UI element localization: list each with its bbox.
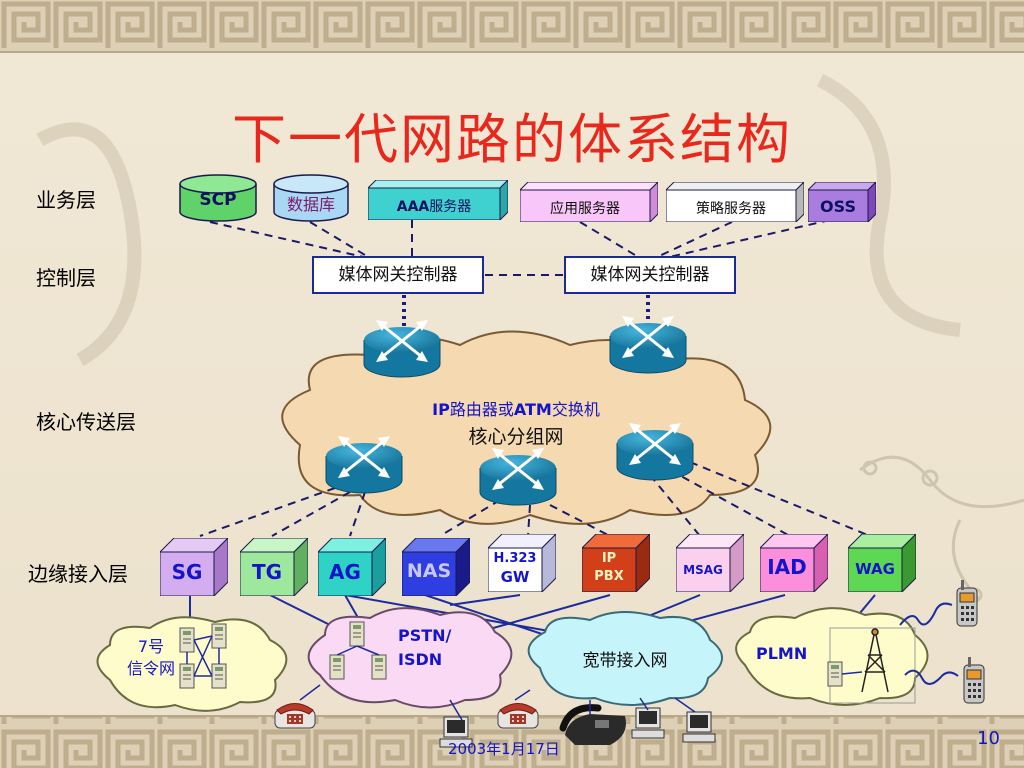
oss-node[interactable]: OSS (808, 182, 876, 222)
ag-node[interactable]: AG (318, 538, 386, 596)
app-server-node[interactable]: 应用服务器 (520, 182, 658, 222)
aaa-suffix: 服务器 (429, 199, 472, 215)
ss7-network-label: 7号信令网 (116, 636, 186, 680)
plmn-equipment (827, 627, 916, 704)
computer-icon (682, 711, 716, 743)
h323-label-line1: H.323 (493, 551, 537, 566)
broadband-access-label: 宽带接入网 (582, 651, 668, 671)
ip-phone-icon (559, 704, 626, 745)
ip-pbx-node[interactable]: IP PBX (582, 534, 650, 592)
ippbx-label-line1: IP (601, 551, 617, 566)
policy-server-label: 策略服务器 (696, 201, 766, 217)
database-label: 数据库 (286, 195, 335, 214)
msag-node[interactable]: MSAG (676, 534, 744, 592)
tg-node[interactable]: TG (240, 538, 308, 596)
tg-label: TG (251, 560, 283, 584)
page-number: 10 (977, 728, 1000, 749)
aaa-server-label: AAA服务器 (368, 196, 500, 216)
database-node[interactable]: 数据库 (272, 174, 350, 222)
layer-label-control: 控制层 (36, 266, 96, 290)
scp-label: SCP (199, 190, 237, 210)
pstn-isdn-label: PSTN/ISDN (398, 624, 478, 672)
broadband-access-cloud (527, 610, 723, 706)
ss7-switch-cabinets (179, 623, 227, 689)
core-switch-text: 交换机 (551, 400, 600, 419)
top-border-pattern (0, 0, 1024, 52)
nas-label: NAS (406, 560, 452, 582)
pstn-label-line1: PSTN/ (398, 626, 452, 645)
computer-icon (631, 707, 665, 739)
ippbx-label-line2: PBX (594, 569, 624, 584)
iad-label: IAD (767, 555, 807, 579)
policy-server-node[interactable]: 策略服务器 (666, 182, 804, 222)
pstn-label-line2: ISDN (398, 650, 443, 669)
terminals (274, 579, 985, 748)
core-atm-text: ATM (513, 400, 552, 419)
layer-label-core: 核心传送层 (36, 410, 136, 434)
layer-label-service: 业务层 (36, 188, 96, 212)
msag-label: MSAG (683, 563, 723, 577)
iad-node[interactable]: IAD (760, 534, 828, 592)
scp-node[interactable]: SCP (178, 174, 258, 222)
wag-node[interactable]: WAG (848, 534, 916, 592)
ip-pbx-label: IP PBX (582, 550, 636, 586)
calligraphy-decoration (36, 73, 961, 367)
antenna-tower-icon (861, 628, 889, 693)
aaa-prefix: AAA (396, 199, 430, 215)
pstn-switch-cabinets (329, 621, 387, 680)
core-ip-text: IP (432, 400, 450, 419)
footer-date: 2003年1月17日 (448, 740, 560, 758)
sg-label: SG (171, 560, 203, 584)
h323-label-line2: GW (500, 568, 530, 586)
wag-label: WAG (855, 560, 895, 578)
ag-label: AG (329, 560, 361, 584)
core-packet-network-label: 核心分组网 (468, 426, 564, 448)
media-gateway-controller-right[interactable]: 媒体网关控制器 (564, 256, 736, 294)
plmn-label: PLMN (756, 644, 808, 663)
ss7-label-line1: 7号 (137, 637, 165, 656)
telephone-icon (274, 703, 316, 729)
ss7-label-line2: 信令网 (126, 659, 175, 678)
app-server-label: 应用服务器 (550, 201, 620, 217)
telephone-icon (497, 703, 539, 729)
media-gateway-controller-left[interactable]: 媒体网关控制器 (312, 256, 484, 294)
service-control-links (209, 219, 831, 276)
core-router-text: 路由器或 (449, 400, 514, 419)
aaa-server-node[interactable]: AAA服务器 (368, 180, 508, 220)
wireless-links (899, 602, 959, 685)
nas-node[interactable]: NAS (402, 538, 470, 596)
core-edge-links (199, 461, 871, 537)
layer-label-edge: 边缘接入层 (28, 562, 128, 586)
core-cloud-caption: IP路由器或ATM交换机 (396, 396, 636, 420)
oss-label: OSS (820, 197, 856, 216)
control-core-links (402, 295, 650, 330)
page-title: 下一代网路的体系结构 (232, 108, 792, 171)
sg-node[interactable]: SG (160, 538, 228, 596)
